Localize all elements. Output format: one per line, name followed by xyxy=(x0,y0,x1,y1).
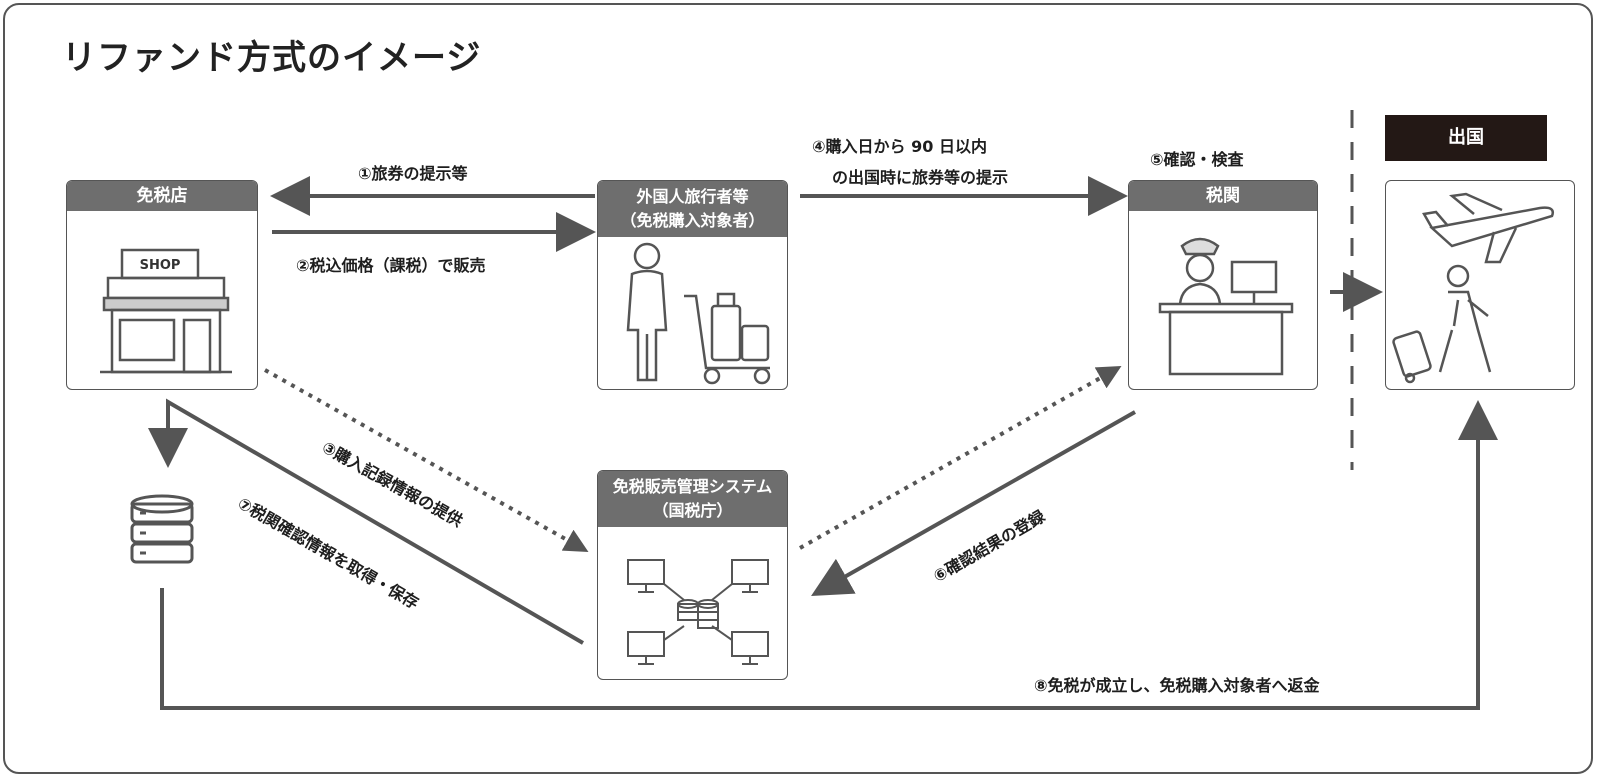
step-8-label: ⑧免税が成立し、免税購入対象者へ返金 xyxy=(1034,676,1320,695)
node-traveler: 外国人旅行者等 （免税購入対象者） xyxy=(597,180,788,390)
arrow-system-to-customs xyxy=(799,366,1122,550)
arrow-step-3 xyxy=(264,368,589,552)
database-icon xyxy=(130,494,194,564)
traveler-luggage-icon xyxy=(626,242,771,385)
step-4-label-line1: ④購入日から 90 日以内 xyxy=(812,137,987,156)
arrow-step-6 xyxy=(811,410,1136,596)
node-customs-label: 税関 xyxy=(1129,181,1317,211)
node-system: 免税販売管理システム （国税庁） xyxy=(597,470,788,680)
customs-officer-icon xyxy=(1158,237,1294,376)
shop-building-icon xyxy=(100,248,232,374)
step-1-label: ①旅券の提示等 xyxy=(358,164,468,183)
node-shop: 免税店 xyxy=(66,180,258,390)
arrow-step-8 xyxy=(160,400,1498,710)
node-traveler-label: 外国人旅行者等 xyxy=(636,187,749,206)
step-5-label: ⑤確認・検査 xyxy=(1150,150,1244,169)
page-title: リファンド方式のイメージ xyxy=(62,38,482,78)
shop-sign-text: SHOP xyxy=(140,258,181,273)
node-shop-label: 免税店 xyxy=(67,181,257,211)
node-system-header: 免税販売管理システム （国税庁） xyxy=(598,471,787,527)
node-traveler-sublabel: （免税購入対象者） xyxy=(620,211,765,230)
node-departure xyxy=(1385,180,1575,390)
node-system-label: 免税販売管理システム xyxy=(612,477,773,496)
network-computers-icon xyxy=(627,559,769,665)
airplane-icon xyxy=(1422,192,1554,264)
arrow-step-7 xyxy=(148,398,585,645)
node-traveler-header: 外国人旅行者等 （免税購入対象者） xyxy=(598,181,787,237)
node-system-sublabel: （国税庁） xyxy=(652,501,733,520)
departure-tag: 出国 xyxy=(1385,115,1547,161)
node-customs: 税関 xyxy=(1128,180,1318,390)
departing-traveler-icon xyxy=(1392,264,1492,384)
step-4-label-line2: の出国時に旅券等の提示 xyxy=(832,168,1009,187)
diagram-frame xyxy=(3,3,1593,774)
step-2-label: ②税込価格（課税）で販売 xyxy=(296,256,486,275)
